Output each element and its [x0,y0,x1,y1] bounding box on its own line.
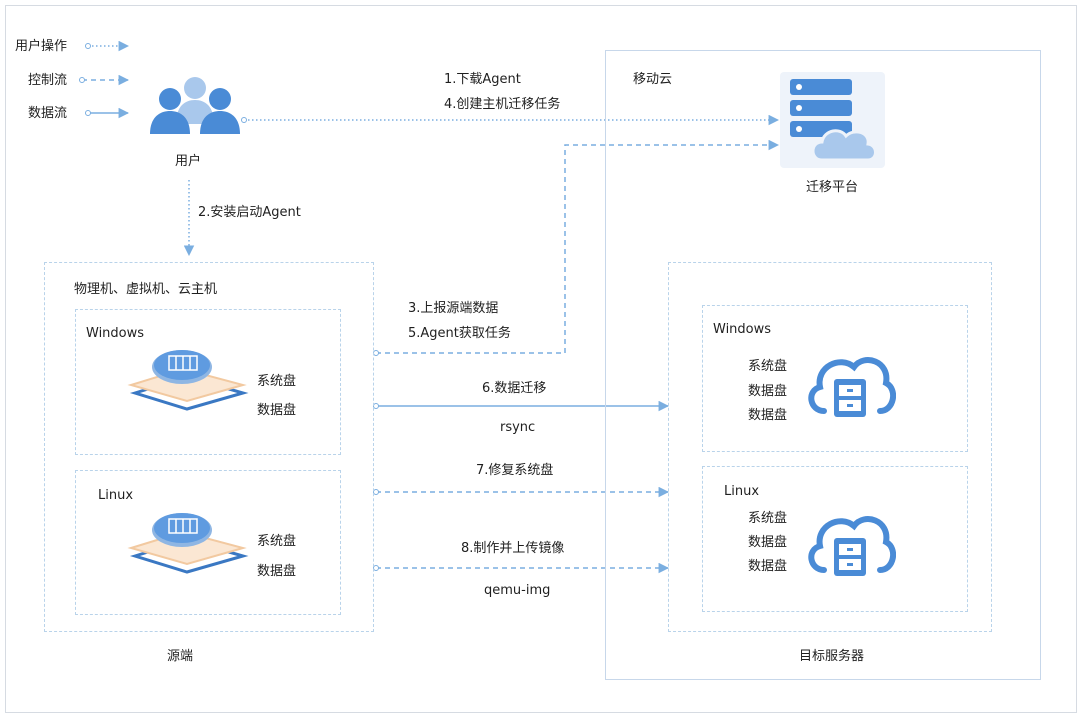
source-linux-box [75,470,341,615]
source-footer: 源端 [167,649,194,664]
cloud-server-icon [804,345,897,421]
target-linux-disk-3: 数据盘 [748,559,788,574]
user-label: 用户 [175,154,202,169]
legend-label-user-op: 用户操作 [15,39,68,54]
target-linux-disk-1: 系统盘 [748,511,788,526]
cloud-title: 移动云 [633,72,673,87]
source-windows-box [75,309,341,455]
step-6-label: 6.数据迁移 [482,381,547,396]
disk-stack-icon [125,347,250,415]
target-windows-disk-1: 系统盘 [748,359,788,374]
source-linux-os: Linux [98,488,134,503]
target-linux-disk-2: 数据盘 [748,535,788,550]
source-windows-disk-2: 数据盘 [257,403,297,418]
users-icon [148,74,242,140]
cloud-server-icon [804,504,897,580]
target-footer: 目标服务器 [799,649,865,664]
platform-label: 迁移平台 [806,180,859,195]
source-linux-disk-1: 系统盘 [257,534,297,549]
target-linux-box [702,466,968,612]
legend-lines [79,40,130,119]
source-windows-disk-1: 系统盘 [257,374,297,389]
arrow-source-to-platform [376,139,780,354]
target-windows-disk-2: 数据盘 [748,384,788,399]
target-linux-os: Linux [724,484,760,499]
step-8-label: 8.制作并上传镜像 [461,541,565,556]
source-linux-disk-2: 数据盘 [257,564,297,579]
source-title: 物理机、虚拟机、云主机 [74,282,218,297]
source-container [44,262,374,632]
target-container [668,262,992,632]
step-4-label: 4.创建主机迁移任务 [444,97,561,112]
target-windows-box [702,305,968,452]
target-windows-disk-3: 数据盘 [748,408,788,423]
rsync-label: rsync [500,420,536,435]
diagram-frame [5,5,1077,713]
step-5-label: 5.Agent获取任务 [408,326,511,341]
legend-label-control-flow: 控制流 [28,73,68,88]
legend-label-data-flow: 数据流 [28,106,68,121]
target-windows-os: Windows [713,322,772,337]
qemu-img-label: qemu-img [484,583,551,598]
step-7-label: 7.修复系统盘 [476,463,554,478]
server-cloud-icon [780,72,885,172]
step-3-label: 3.上报源端数据 [408,301,499,316]
source-windows-os: Windows [86,326,145,341]
disk-stack-icon [125,510,250,578]
cloud-container [605,50,1041,680]
step-1-label: 1.下载Agent [444,72,521,87]
step-2-label: 2.安装启动Agent [198,205,301,220]
